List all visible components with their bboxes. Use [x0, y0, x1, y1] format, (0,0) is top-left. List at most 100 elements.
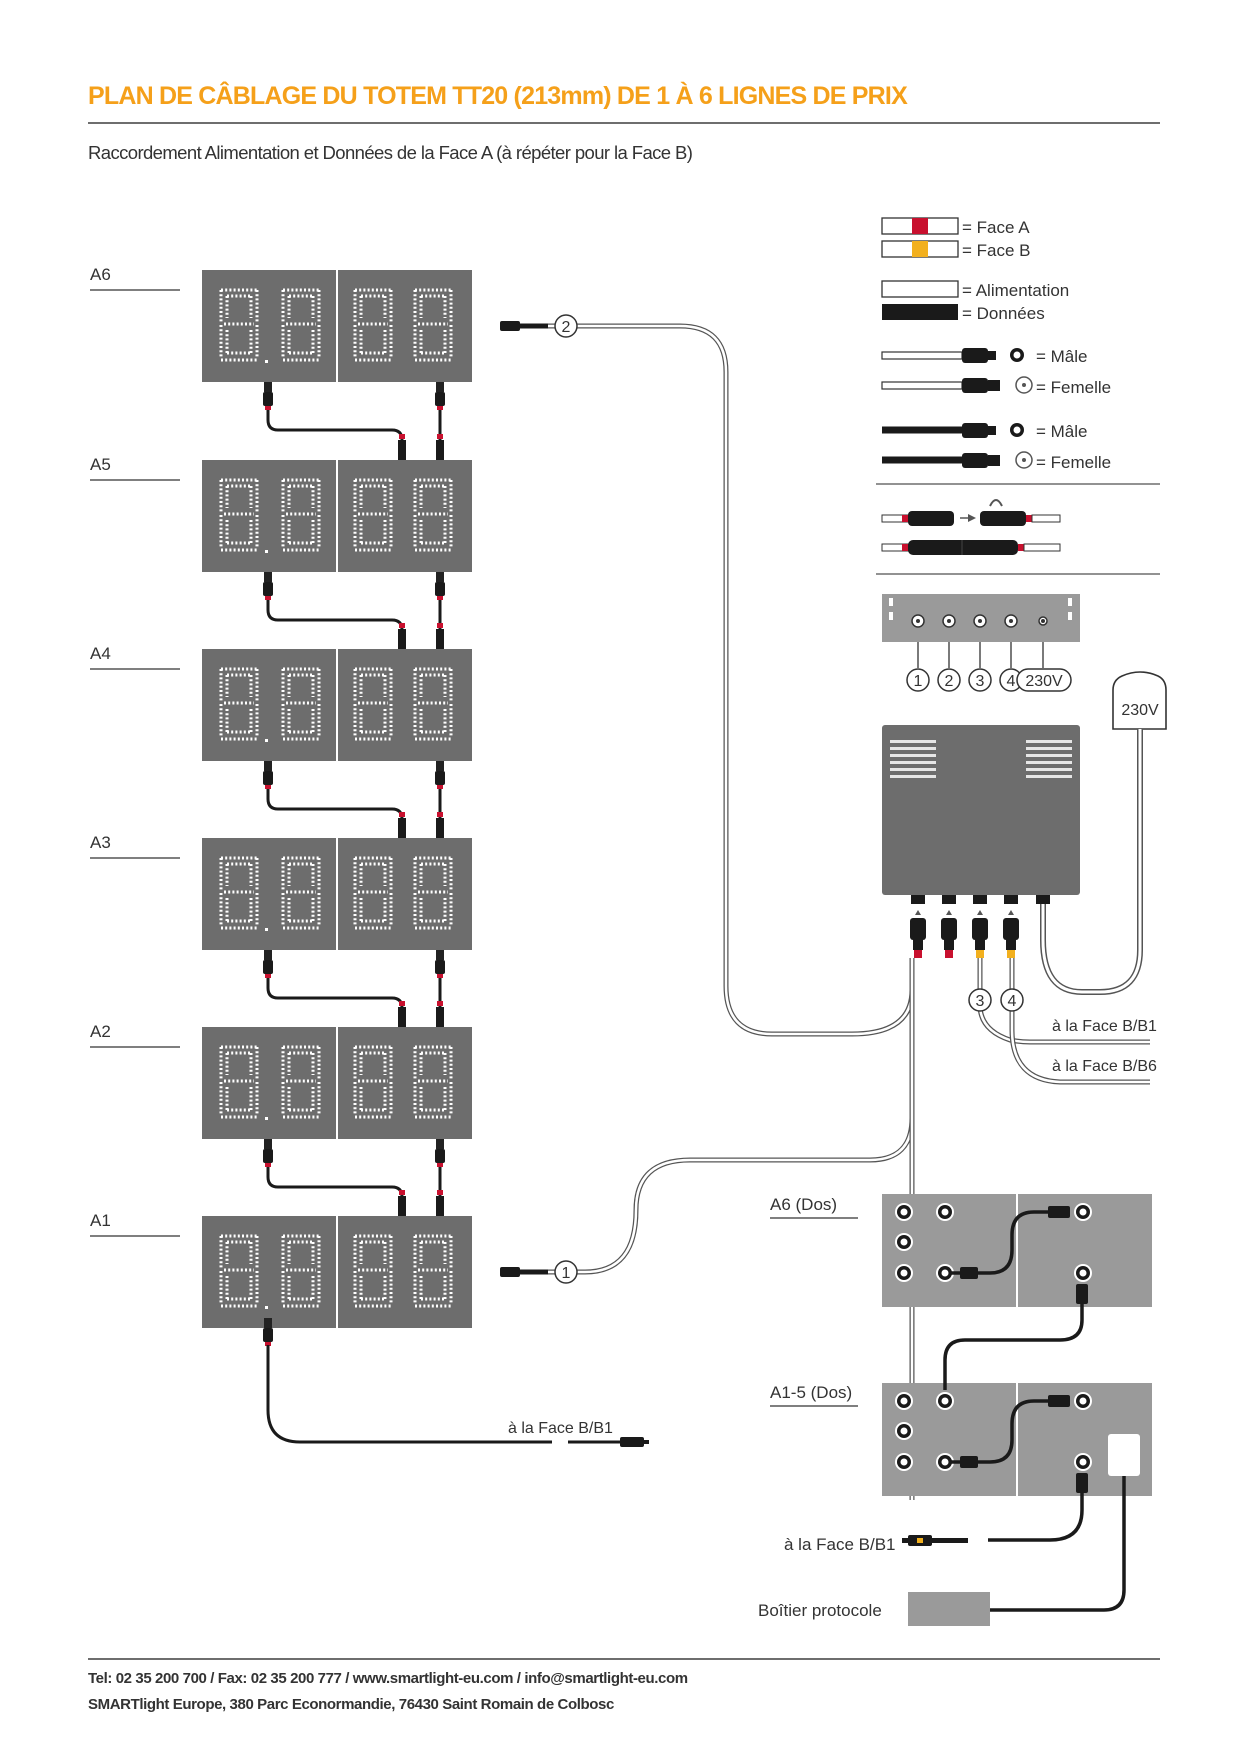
a1-data-cable-to-b1: [263, 1318, 649, 1447]
svg-text:4: 4: [1008, 993, 1017, 1010]
arrow-up-icon: [946, 910, 952, 915]
legend: = Face A = Face B = Alimentation = Donné…: [876, 217, 1160, 575]
mains-connector: [1036, 895, 1050, 904]
page-subtitle: Raccordement Alimentation et Données de …: [88, 142, 693, 163]
port-label-1: 1: [906, 668, 930, 692]
footer-address: SMARTlight Europe, 380 Parc Econormandie…: [88, 1696, 614, 1713]
decimal-point: [265, 550, 268, 553]
mains-cable: [1040, 760, 1143, 995]
back-jack-a15: [895, 1453, 913, 1471]
rotate-arrow-icon: [989, 499, 1003, 507]
decimal-point: [265, 1117, 268, 1120]
female-plug-icon: [500, 1267, 520, 1277]
power-supply-box: [882, 725, 1080, 895]
face-b-cables: [977, 958, 1150, 1085]
marker-3: 3: [968, 988, 992, 1012]
price-line-a1: A1: [90, 1211, 472, 1328]
output-connector-2: [941, 895, 957, 958]
label-back-a6: A6 (Dos): [770, 1195, 837, 1214]
svg-text:= Mâle: = Mâle: [1036, 422, 1088, 441]
title-divider: [88, 122, 1160, 124]
legend-power-female: = Femelle: [881, 376, 1111, 397]
svg-text:1: 1: [914, 673, 923, 690]
output-connector-3: [972, 895, 988, 958]
price-line-a6: A6: [90, 265, 472, 460]
svg-text:= Données: = Données: [962, 304, 1045, 323]
legend-data-male: = Mâle: [882, 421, 1088, 441]
svg-text:= Femelle: = Femelle: [1036, 453, 1111, 472]
label-to-b1-left: à la Face B/B1: [508, 1420, 613, 1437]
label-to-b1-right: à la Face B/B1: [784, 1535, 896, 1554]
row-label: A6: [90, 265, 111, 284]
protocol-port: [1108, 1434, 1140, 1476]
legend-connect-illustration: [881, 499, 1061, 555]
arrow-up-icon: [977, 910, 983, 915]
box-outputs: [910, 895, 1050, 958]
back-jack-a15: [1074, 1453, 1092, 1471]
arrow-up-icon: [1008, 910, 1014, 915]
back-jack-a6: [1074, 1264, 1092, 1282]
row-label: A3: [90, 833, 111, 852]
port-label-230v: 230V: [1016, 668, 1072, 692]
svg-text:= Face B: = Face B: [962, 241, 1031, 260]
protocol-box: [908, 1592, 990, 1626]
svg-text:1: 1: [562, 1265, 571, 1282]
legend-data-female: = Femelle: [882, 451, 1111, 472]
back-jack-a6: [895, 1233, 913, 1251]
output-connector-4: [1003, 895, 1019, 958]
row-label: A2: [90, 1022, 111, 1041]
svg-text:3: 3: [976, 673, 985, 690]
marker-4: 4: [1000, 988, 1024, 1012]
page-title: PLAN DE CÂBLAGE DU TOTEM TT20 (213mm) DE…: [88, 82, 908, 110]
decimal-point: [265, 739, 268, 742]
back-jack-a15: [895, 1422, 913, 1440]
back-jack-a6: [936, 1203, 954, 1221]
back-jack-a6: [895, 1264, 913, 1282]
decimal-point: [265, 928, 268, 931]
label-to-b1-top: à la Face B/B1: [1052, 1018, 1157, 1035]
label-protocol-box: Boîtier protocole: [758, 1601, 882, 1620]
svg-text:230V: 230V: [1025, 673, 1063, 690]
decimal-point: [265, 360, 268, 363]
svg-text:4: 4: [1007, 673, 1016, 690]
legend-alimentation: = Alimentation: [881, 280, 1069, 300]
power-plug-230v: 230V: [1112, 671, 1167, 760]
svg-text:3: 3: [976, 993, 985, 1010]
price-line-a5: A5: [90, 455, 472, 649]
marker-1: 1: [554, 1260, 578, 1284]
label-to-b6: à la Face B/B6: [1052, 1058, 1157, 1075]
svg-text:2: 2: [562, 319, 571, 336]
back-jack-a6: [1074, 1203, 1092, 1221]
male-plug-icon: [620, 1437, 644, 1447]
arrow-up-icon: [915, 910, 921, 915]
strip-sockets: [911, 614, 1048, 668]
svg-text:= Alimentation: = Alimentation: [962, 281, 1069, 300]
legend-donnees: = Données: [882, 304, 1045, 323]
row-label: A5: [90, 455, 111, 474]
back-jack-a6: [895, 1203, 913, 1221]
power-plug-label: 230V: [1121, 702, 1159, 719]
male-jack-icon: [1008, 346, 1026, 364]
svg-text:= Femelle: = Femelle: [1036, 378, 1111, 397]
output-connector-1: [910, 895, 926, 958]
power-cable-1: [500, 958, 915, 1277]
svg-text:= Face A: = Face A: [962, 218, 1030, 237]
price-line-a3: A3: [90, 833, 472, 1027]
female-plug-icon: [500, 321, 520, 331]
legend-power-male: = Mâle: [881, 346, 1088, 366]
price-line-a2: A2: [90, 1022, 472, 1216]
power-cable-2: [500, 321, 915, 1037]
port-label-3: 3: [968, 668, 992, 692]
port-label-2: 2: [937, 668, 961, 692]
legend-face-a: = Face A: [881, 217, 1030, 237]
decimal-point: [265, 1306, 268, 1309]
row-label: A4: [90, 644, 111, 663]
svg-text:= Mâle: = Mâle: [1036, 347, 1088, 366]
price-line-a4: A4: [90, 644, 472, 838]
back-panel-a6: [882, 1194, 1152, 1307]
back-panel-a15: [882, 1383, 1152, 1496]
row-label: A1: [90, 1211, 111, 1230]
back-jack-a15: [895, 1392, 913, 1410]
